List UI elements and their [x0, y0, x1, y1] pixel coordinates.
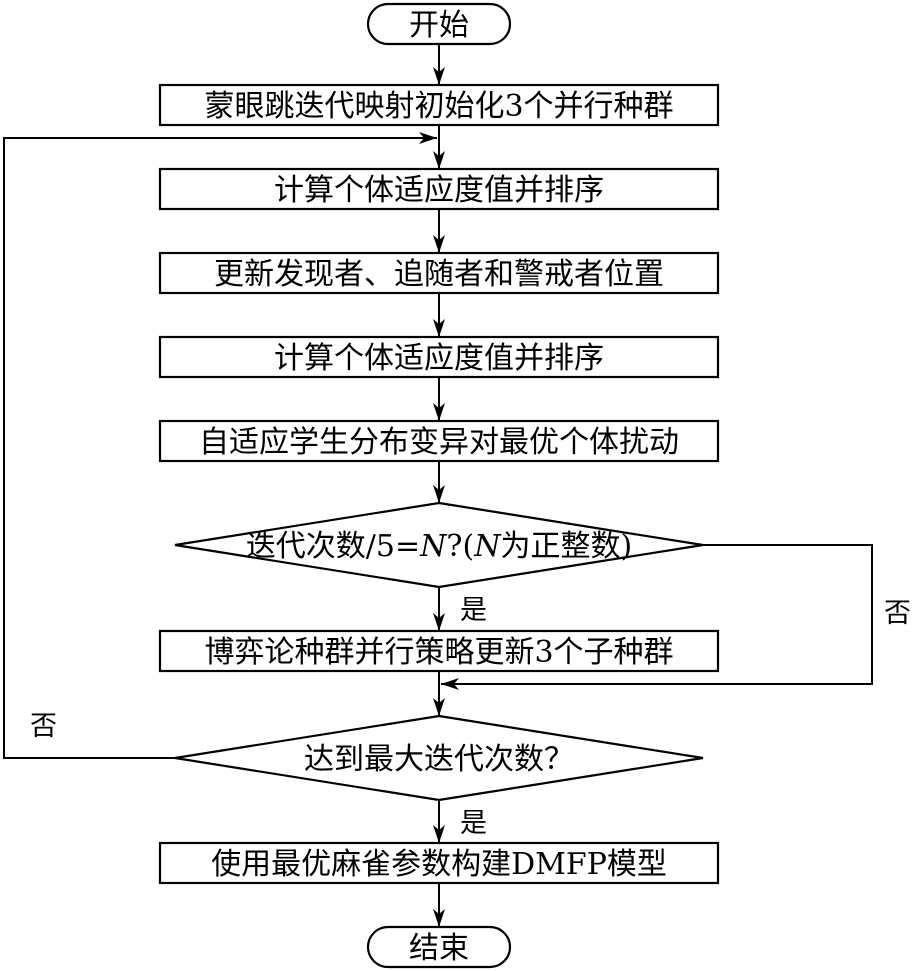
- decision2-yes-label: 是: [460, 808, 487, 839]
- decision1-var2: N: [473, 529, 502, 564]
- build-label: 使用最优麻雀参数构建DMFP模型: [211, 847, 667, 882]
- decision2-no-label: 否: [30, 711, 57, 742]
- start-terminal: 开始: [366, 2, 512, 46]
- decision2-label: 达到最大迭代次数？: [304, 742, 574, 777]
- decision2-diamond: 达到最大迭代次数？: [174, 714, 704, 802]
- decision1-yes-label: 是: [460, 595, 487, 626]
- init-label: 蒙眼跳迭代映射初始化3个并行种群: [204, 89, 673, 124]
- arrow-decision2-no: [3, 132, 437, 759]
- end-terminal: 结束: [366, 925, 512, 969]
- decision1-diamond: 迭代次数/5=N?(N为正整数): [174, 501, 704, 589]
- end-label: 结束: [409, 931, 469, 966]
- decision1-no-label: 否: [884, 598, 911, 629]
- fitness2-label: 计算个体适应度值并排序: [274, 341, 604, 376]
- decision1-prefix: 迭代次数/5=: [246, 529, 420, 564]
- init-process-box: 蒙眼跳迭代映射初始化3个并行种群: [158, 83, 720, 127]
- mutation-label: 自适应学生分布变异对最优个体扰动: [199, 425, 679, 460]
- arrow-decision1-no: [441, 544, 873, 690]
- update-label: 更新发现者、追随者和警戒者位置: [214, 257, 664, 292]
- decision1-mid: ?(: [446, 529, 474, 564]
- fitness2-process-box: 计算个体适应度值并排序: [158, 335, 720, 379]
- fitness1-label: 计算个体适应度值并排序: [274, 173, 604, 208]
- game-process-box: 博弈论种群并行策略更新3个子种群: [158, 629, 720, 673]
- build-process-box: 使用最优麻雀参数构建DMFP模型: [158, 841, 720, 885]
- fitness1-process-box: 计算个体适应度值并排序: [158, 167, 720, 211]
- decision1-suffix: 为正整数): [500, 529, 632, 564]
- start-label: 开始: [409, 8, 469, 43]
- update-process-box: 更新发现者、追随者和警戒者位置: [158, 251, 720, 295]
- decision1-var1: N: [419, 529, 448, 564]
- decision1-label: 迭代次数/5=N?(N为正整数): [246, 529, 632, 564]
- mutation-process-box: 自适应学生分布变异对最优个体扰动: [158, 419, 720, 463]
- game-label: 博弈论种群并行策略更新3个子种群: [204, 635, 673, 670]
